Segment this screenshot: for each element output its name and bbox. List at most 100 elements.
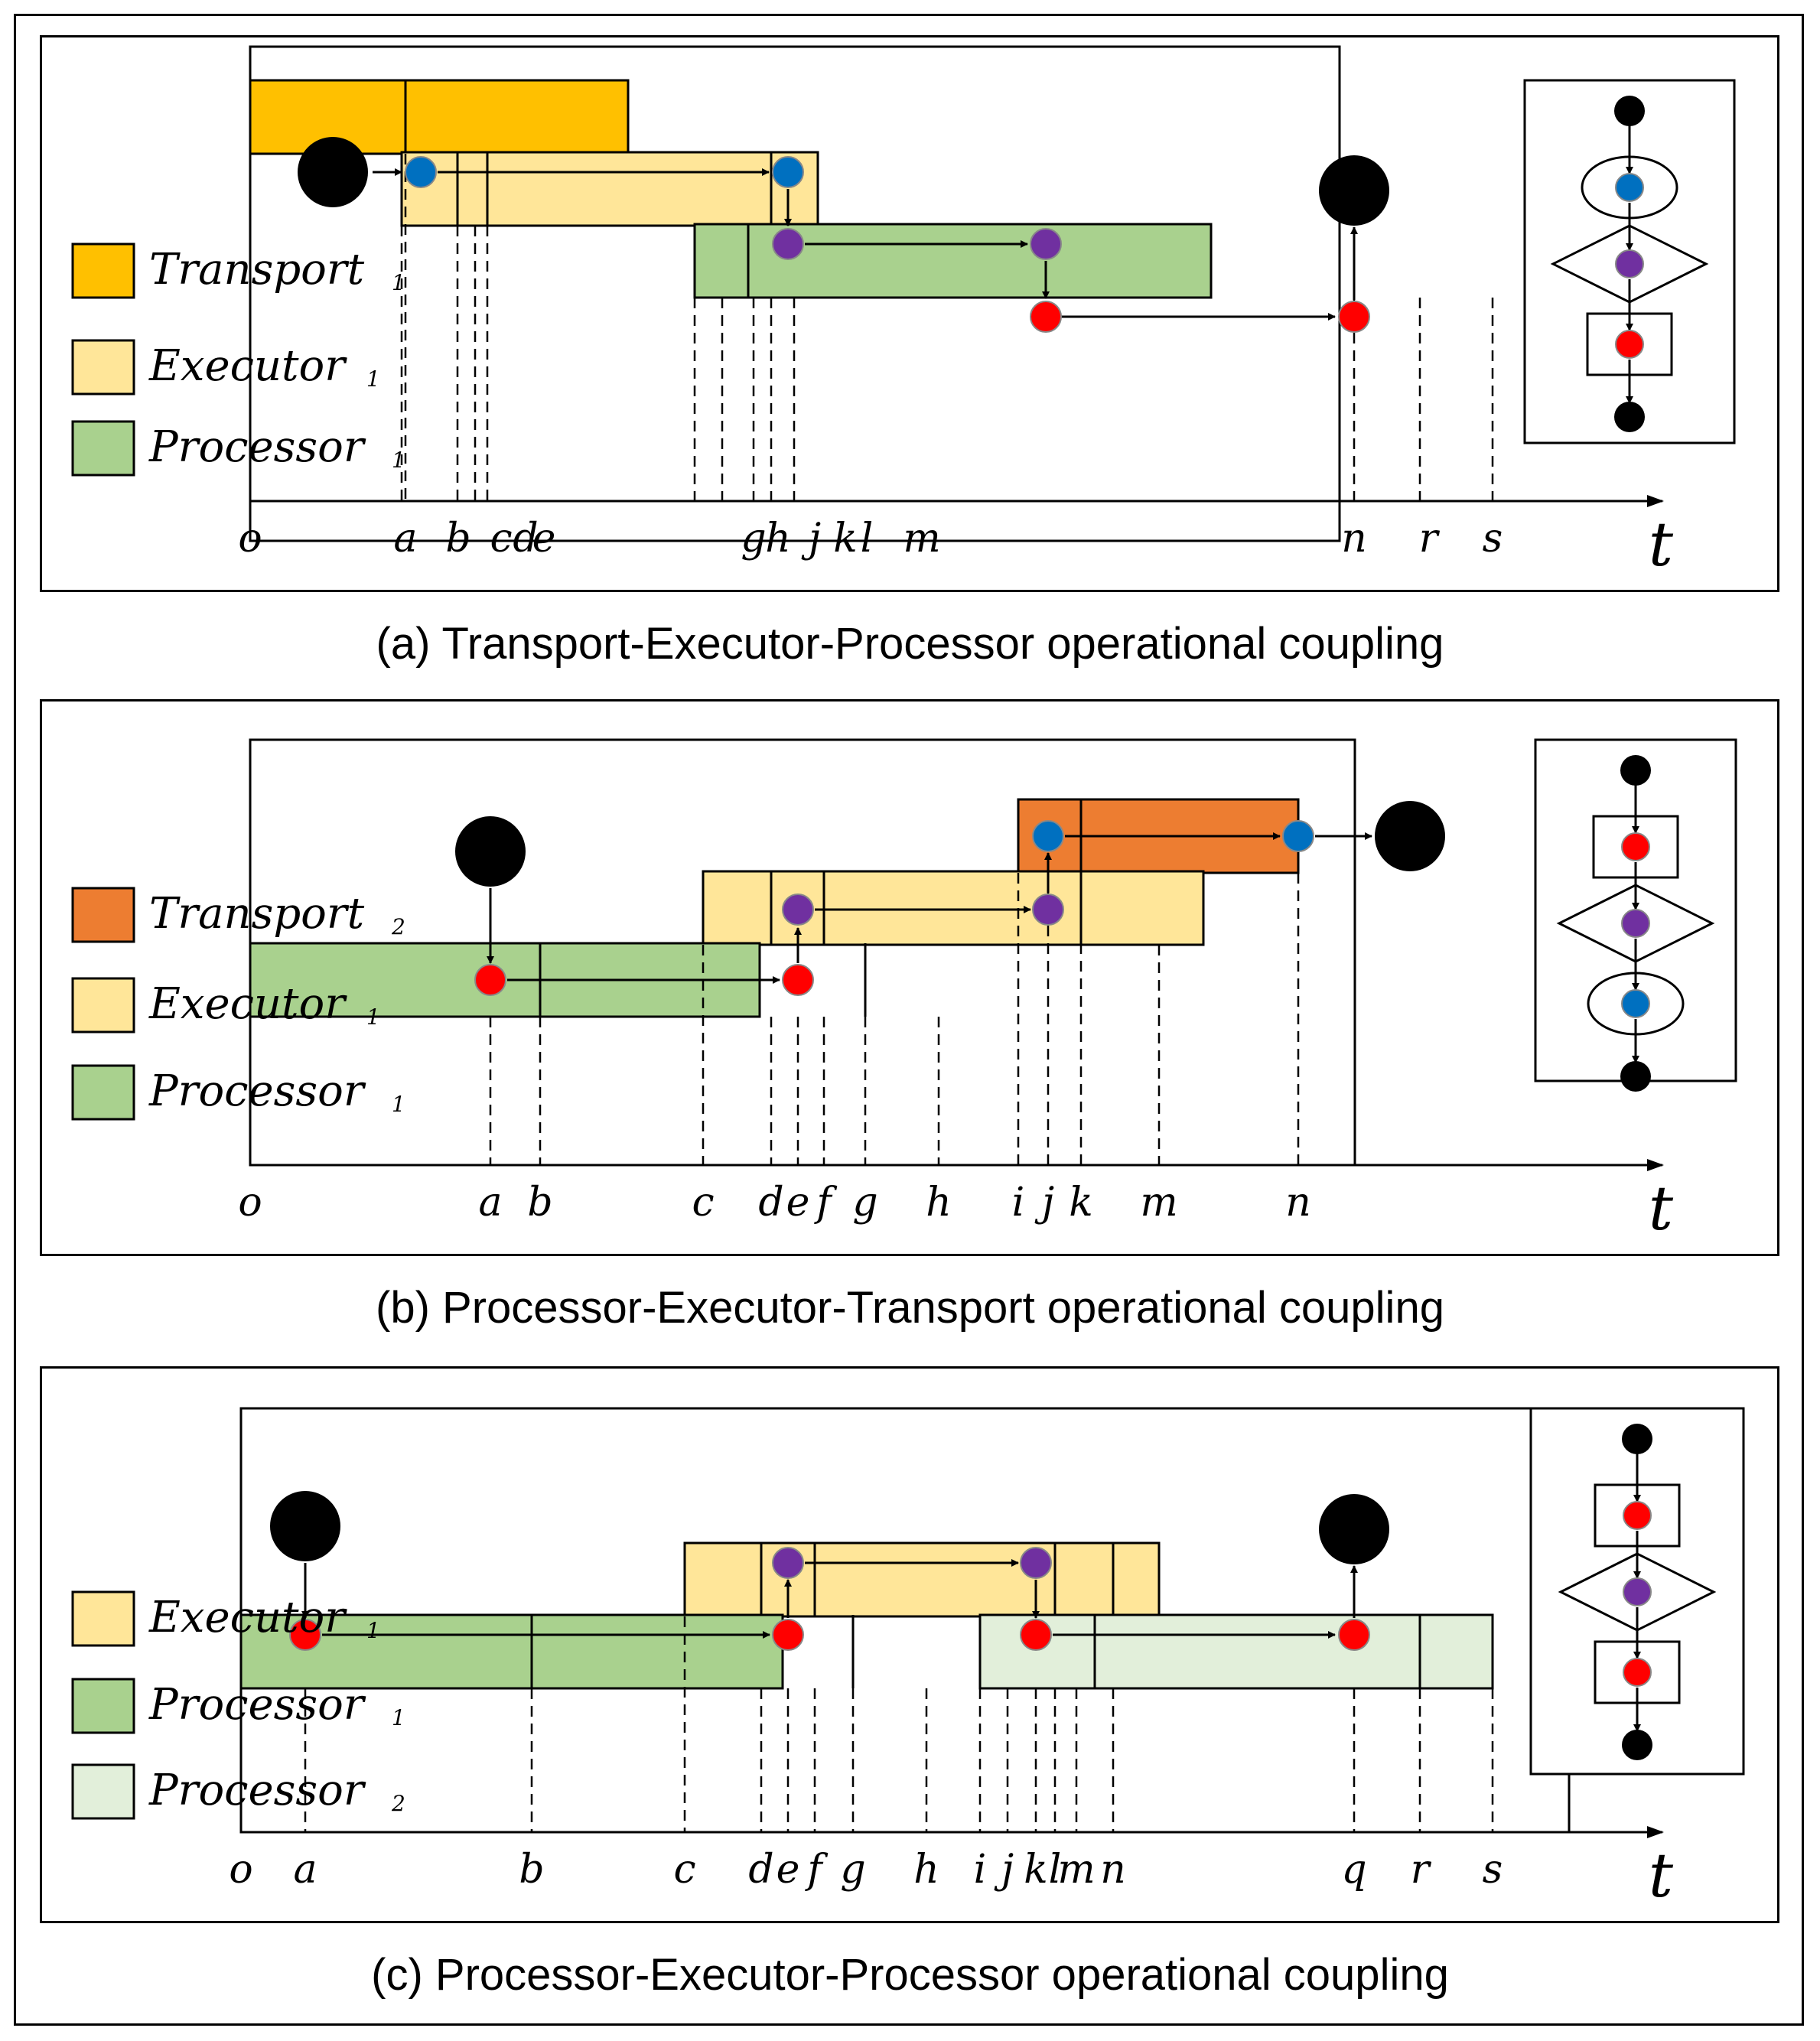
legend-subscript: 2 (391, 914, 405, 939)
tick-label: r (1411, 1847, 1432, 1893)
legend-swatch (71, 420, 135, 477)
red-node (1615, 330, 1644, 359)
tick-label: h (765, 516, 791, 562)
tick-label: c (673, 1847, 695, 1893)
legend-subscript: 1 (392, 270, 405, 295)
caption-b: (b) Processor-Executor-Transport operati… (376, 1283, 1444, 1333)
black-node (1614, 402, 1645, 432)
legend-swatch (71, 887, 135, 943)
tick-label: d (748, 1847, 773, 1893)
transport-bar (249, 79, 630, 155)
black-node (1319, 1494, 1389, 1564)
red-node (1338, 1619, 1370, 1651)
legend-subscript: 1 (392, 1705, 405, 1730)
legend-label: Processor (148, 1066, 366, 1116)
tick-label: k (1024, 1847, 1048, 1893)
tick-label: l (1049, 1847, 1062, 1893)
blue-node (1032, 820, 1064, 852)
black-node (1614, 96, 1645, 126)
blue-node (405, 156, 437, 188)
tick-label: h (926, 1180, 952, 1226)
legend-label: Transport (149, 245, 365, 295)
caption-a: (a) Transport-Executor-Processor operati… (376, 619, 1444, 669)
black-node (1622, 1730, 1652, 1760)
purple-node (1030, 228, 1062, 260)
legend-subscript: 1 (392, 1092, 405, 1117)
executor-bar (400, 151, 819, 227)
tick-label: g (852, 1180, 877, 1226)
tick-label: f (813, 1180, 837, 1226)
legend-swatch (71, 243, 135, 299)
tick-label: b (445, 516, 470, 562)
red-node (1623, 1501, 1652, 1530)
diamond-shape (1550, 224, 1709, 304)
tick-label: s (1483, 516, 1503, 562)
caption-c: (c) Processor-Executor-Processor operati… (371, 1950, 1449, 2000)
tick-label: o (238, 1180, 262, 1226)
tick-label: k (1069, 1180, 1093, 1226)
red-node (782, 964, 814, 996)
ellipse-shape (1587, 972, 1685, 1036)
tick-label: d (513, 516, 538, 562)
executor-bar (702, 870, 1205, 946)
red-node (474, 964, 506, 996)
tick-label: f (804, 1847, 828, 1893)
blue-node (1282, 820, 1314, 852)
legend-subscript: 1 (392, 448, 405, 473)
processor-bar (239, 1613, 784, 1690)
diamond-shape (1556, 884, 1715, 963)
red-node (1030, 301, 1062, 333)
red-node (1338, 301, 1370, 333)
axis-label: t (1649, 1840, 1674, 1911)
black-node (455, 816, 526, 887)
processor-bar (693, 223, 1213, 299)
blue-node (1615, 173, 1644, 202)
black-node (1622, 1424, 1652, 1454)
tick-label: d (758, 1180, 783, 1226)
black-node (1375, 801, 1445, 871)
tick-label: q (1341, 1847, 1366, 1893)
legend-swatch (71, 1678, 135, 1734)
tick-label: n (1285, 1180, 1311, 1226)
purple-node (772, 1547, 804, 1579)
tick-label: l (861, 516, 874, 562)
square-shape (1594, 1483, 1681, 1548)
tick-label: i (974, 1847, 987, 1893)
tick-label: m (903, 516, 940, 562)
tick-label: a (393, 516, 417, 562)
purple-node (772, 228, 804, 260)
purple-node (1623, 1577, 1652, 1606)
tick-label: g (741, 516, 766, 562)
legend-subscript: 2 (391, 1791, 405, 1816)
tick-label: j (994, 1847, 1014, 1893)
tick-label: j (1034, 1180, 1054, 1226)
tick-label: i (1012, 1180, 1025, 1226)
legend-swatch (71, 977, 135, 1034)
axis-label: t (1649, 1173, 1674, 1244)
legend-label: Executor (148, 979, 347, 1029)
purple-node (1615, 249, 1644, 278)
processor2-bar (978, 1613, 1494, 1690)
legend-subscript: 1 (366, 1004, 380, 1030)
tick-label: a (478, 1180, 502, 1226)
legend-label: Executor (148, 341, 347, 391)
legend-swatch (71, 1064, 135, 1121)
purple-node (1032, 894, 1064, 926)
black-node (1319, 155, 1389, 226)
tick-label: c (692, 1180, 714, 1226)
tick-label: b (519, 1847, 544, 1893)
tick-label: r (1419, 516, 1441, 562)
tick-label: s (1483, 1847, 1503, 1893)
purple-node (1621, 909, 1650, 938)
figure-frame (14, 14, 1804, 2026)
legend-subscript: 1 (366, 1618, 380, 1643)
legend-subscript: 1 (366, 366, 380, 392)
legend-label: Transport (149, 889, 365, 939)
red-node (1020, 1619, 1052, 1651)
tick-label: o (229, 1847, 252, 1893)
